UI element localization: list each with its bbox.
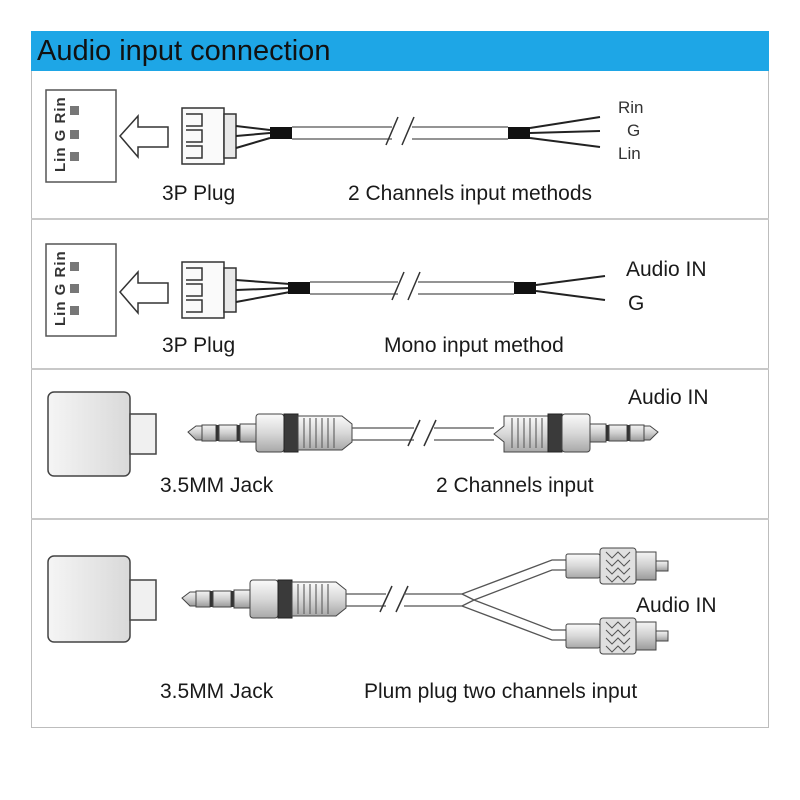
plug-label: 3.5MM Jack <box>160 474 274 497</box>
end-label-audio-in: Audio IN <box>636 594 717 617</box>
plug-label: 3P Plug <box>162 182 236 205</box>
wire-label-rin: Rin <box>618 98 644 117</box>
wire-label-lin: Lin <box>618 144 641 163</box>
jack-socket <box>47 555 157 643</box>
wire-bundle <box>235 125 271 149</box>
jack-plug <box>181 579 347 619</box>
pin-labels: Lin G Rin <box>52 96 69 172</box>
heat-shrink <box>288 282 310 294</box>
page-title: Audio input connection <box>37 35 331 67</box>
pin-label-rin: Rin <box>52 250 69 278</box>
heat-shrink <box>514 282 536 294</box>
wire-label-audio-in: Audio IN <box>626 258 707 281</box>
section-divider <box>31 368 769 370</box>
jack-plug-right <box>493 413 659 453</box>
break-mark <box>407 419 437 447</box>
section-4-connection <box>47 547 669 655</box>
arrow-left-icon <box>119 114 169 160</box>
rca-plug-bottom <box>565 617 669 655</box>
end-label-audio-in: Audio IN <box>628 386 709 409</box>
wire-label-g: G <box>627 121 641 140</box>
heat-shrink <box>270 127 292 139</box>
3p-plug-housing <box>181 261 237 319</box>
break-mark <box>391 271 421 301</box>
pin-label-g: G <box>52 282 69 296</box>
method-label: Mono input method <box>384 334 564 357</box>
section-divider <box>31 218 769 220</box>
section-2-connection <box>45 243 606 337</box>
method-label: Plum plug two channels input <box>364 680 638 703</box>
3p-plug-housing <box>181 107 237 165</box>
title-bar: Audio input connection <box>31 31 769 71</box>
section-divider <box>31 518 769 520</box>
pin-label-g: G <box>52 128 69 142</box>
heat-shrink <box>508 127 530 139</box>
jack-plug-left <box>187 413 353 453</box>
wire-label-g: G <box>628 292 645 315</box>
pcb-socket <box>45 243 117 337</box>
rca-plug-top <box>565 547 669 585</box>
pin-labels: Lin G Rin <box>52 250 69 326</box>
pin-label-lin: Lin <box>52 146 69 173</box>
break-mark <box>385 116 415 146</box>
pin-label-lin: Lin <box>52 300 69 327</box>
arrow-left-icon <box>119 270 169 316</box>
break-mark <box>379 585 409 613</box>
pcb-socket <box>45 89 117 183</box>
plug-label: 3.5MM Jack <box>160 680 274 703</box>
plug-label: 3P Plug <box>162 334 236 357</box>
method-label: 2 Channels input <box>436 474 594 497</box>
section-3-connection <box>47 391 659 477</box>
jack-socket <box>47 391 157 477</box>
pin-label-rin: Rin <box>52 96 69 124</box>
method-label: 2 Channels input methods <box>348 182 592 205</box>
section-1-connection <box>45 89 601 183</box>
